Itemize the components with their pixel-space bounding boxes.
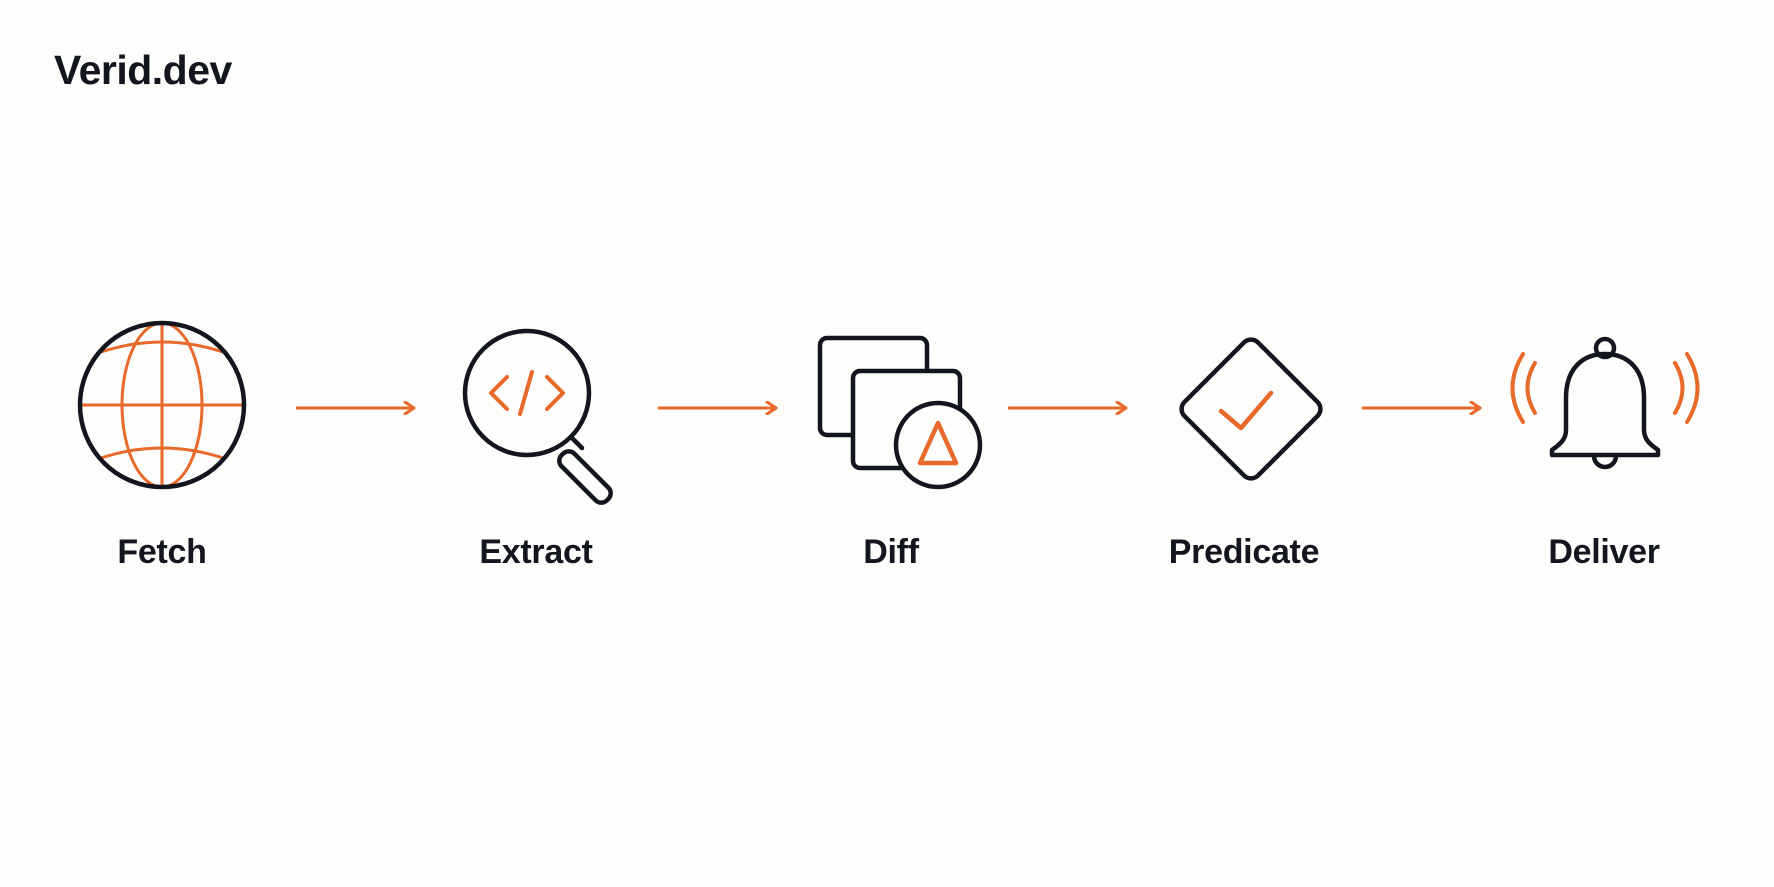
step-label-diff: Diff — [863, 533, 919, 571]
step-label-fetch: Fetch — [117, 533, 207, 571]
brand-title: Verid.dev — [54, 47, 232, 93]
step-label-extract: Extract — [479, 533, 593, 571]
magnifier-code-icon — [462, 328, 613, 505]
step-label-deliver: Deliver — [1548, 533, 1660, 571]
stacked-pages-delta-icon — [817, 335, 983, 490]
ringing-bell-icon — [1510, 336, 1700, 470]
diamond-check-icon — [1179, 337, 1323, 481]
globe-icon — [77, 320, 247, 490]
step-label-predicate: Predicate — [1168, 533, 1320, 571]
